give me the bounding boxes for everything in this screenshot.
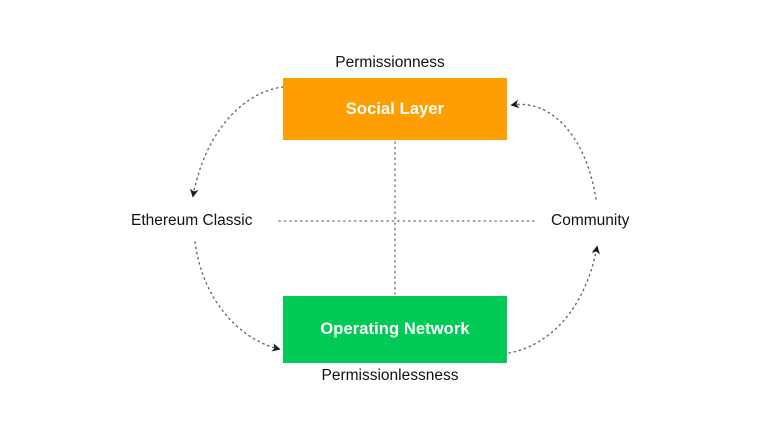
node-operating-network-label: Operating Network <box>320 320 470 338</box>
axis-label-bottom: Permissionlessness <box>321 367 459 384</box>
arc-operating-network-to-community <box>508 245 600 354</box>
arc-social-layer-to-ethereum-classic <box>190 86 284 198</box>
axis-label-left: Ethereum Classic <box>131 212 253 229</box>
axis-label-top: Permissionness <box>335 54 445 71</box>
node-operating-network[interactable]: Operating Network <box>283 296 507 363</box>
arc-community-to-social-layer <box>510 99 597 200</box>
axis-label-right: Community <box>551 212 630 229</box>
node-social-layer[interactable]: Social Layer <box>283 78 507 140</box>
node-social-layer-label: Social Layer <box>345 99 445 118</box>
arc-ethereum-classic-to-operating-network <box>194 241 281 352</box>
